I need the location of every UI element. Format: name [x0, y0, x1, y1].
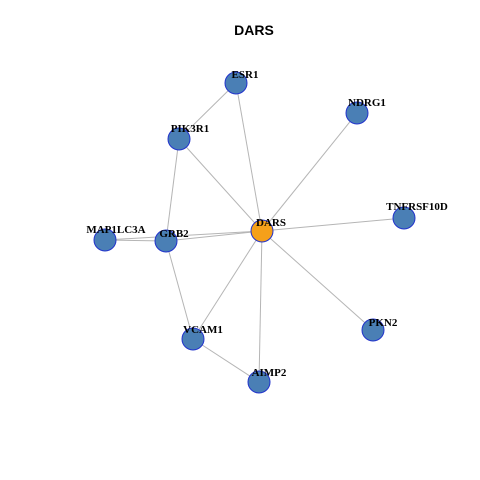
node-label-grb2: GRB2 — [159, 228, 189, 240]
node-label-pik3r1: PIK3R1 — [171, 123, 210, 135]
node-pik3r1: PIK3R1 — [167, 123, 210, 151]
node-circle-dars — [250, 219, 274, 243]
node-circle-map1lc3a — [93, 228, 117, 252]
edge-grb2-vcam1 — [165, 240, 194, 340]
node-label-aimp2: AIMP2 — [252, 367, 287, 379]
node-label-ndrg1: NDRG1 — [348, 97, 386, 109]
node-circle-pkn2 — [361, 318, 385, 342]
node-aimp2: AIMP2 — [247, 367, 287, 394]
node-label-tnfrsf10d: TNFRSF10D — [386, 201, 448, 213]
edge-ndrg1-dars — [261, 112, 358, 232]
node-label-map1lc3a: MAP1LC3A — [86, 224, 145, 236]
node-circle-aimp2 — [247, 370, 271, 394]
edge-pik3r1-dars — [178, 138, 263, 232]
node-label-esr1: ESR1 — [232, 69, 259, 81]
node-circle-tnfrsf10d — [392, 206, 416, 230]
node-label-dars: DARS — [256, 217, 286, 229]
edge-map1lc3a-dars — [104, 230, 263, 241]
edge-esr1-pik3r1 — [178, 82, 237, 140]
node-pkn2: PKN2 — [361, 317, 398, 342]
node-circle-ndrg1 — [345, 101, 369, 125]
edges-layer — [104, 82, 405, 383]
edge-esr1-dars — [235, 82, 263, 232]
node-map1lc3a: MAP1LC3A — [86, 224, 146, 252]
node-dars: DARS — [250, 217, 286, 243]
node-grb2: GRB2 — [154, 228, 189, 253]
edge-grb2-dars — [165, 230, 263, 242]
node-label-vcam1: VCAM1 — [183, 324, 223, 336]
node-vcam1: VCAM1 — [181, 324, 223, 351]
edge-aimp2-dars — [258, 230, 263, 383]
node-tnfrsf10d: TNFRSF10D — [386, 201, 448, 230]
node-circle-pik3r1 — [167, 127, 191, 151]
edge-vcam1-dars — [192, 230, 263, 340]
edge-pkn2-dars — [261, 230, 374, 331]
node-esr1: ESR1 — [224, 69, 259, 95]
edge-pik3r1-grb2 — [165, 138, 180, 242]
node-circle-grb2 — [154, 229, 178, 253]
node-circle-vcam1 — [181, 327, 205, 351]
node-ndrg1: NDRG1 — [345, 97, 386, 125]
node-circle-esr1 — [224, 71, 248, 95]
edge-vcam1-aimp2 — [192, 338, 260, 383]
edge-tnfrsf10d-dars — [261, 217, 405, 232]
node-label-pkn2: PKN2 — [369, 317, 398, 329]
diagram-title: DARS — [234, 22, 274, 38]
